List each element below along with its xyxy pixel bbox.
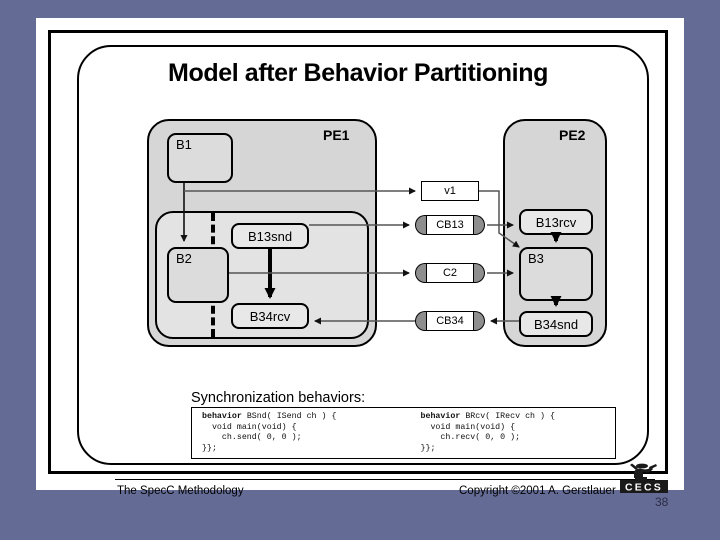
- page-number: 38: [655, 495, 669, 509]
- slide-sheet: Model after Behavior Partitioning PE1 B1…: [36, 18, 684, 497]
- code-keyword-behavior-right: behavior: [420, 412, 461, 421]
- code-body-brcv: BRcv( IRecv ch ) { void main(void) { ch.…: [420, 412, 555, 453]
- footer-left-text: The SpecC Methodology: [117, 485, 244, 497]
- channel-c2-label: C2: [426, 263, 474, 283]
- behavior-b13rcv[interactable]: B13rcv: [519, 209, 593, 235]
- channel-c2-left-port: [415, 263, 426, 283]
- channel-cb13-left-port: [415, 215, 426, 235]
- behavior-b3-label: B3: [528, 251, 544, 266]
- channel-c2-right-port: [474, 263, 485, 283]
- behavior-b1[interactable]: B1: [167, 133, 233, 183]
- channel-cb34[interactable]: CB34: [415, 311, 485, 331]
- code-body-bsnd: BSnd( ISend ch ) { void main(void) { ch.…: [202, 412, 337, 453]
- behavior-b34snd[interactable]: B34snd: [519, 311, 593, 337]
- sync-behaviors-heading: Synchronization behaviors:: [191, 390, 366, 406]
- channel-cb34-label: CB34: [426, 311, 474, 331]
- cecs-logo-text: CECS: [625, 482, 663, 494]
- footer-right-text: Copyright ©2001 A. Gerstlauer: [459, 485, 616, 497]
- code-block-bsnd: behavior BSnd( ISend ch ) { void main(vo…: [192, 408, 397, 458]
- behavior-b34rcv[interactable]: B34rcv: [231, 303, 309, 329]
- behavior-b13snd[interactable]: B13snd: [231, 223, 309, 249]
- behavior-b2[interactable]: B2: [167, 247, 229, 303]
- pe1-label: PE1: [323, 127, 350, 143]
- footer-divider: [115, 479, 655, 480]
- variable-v1[interactable]: v1: [421, 181, 479, 201]
- behavior-b34snd-label: B34snd: [533, 316, 579, 332]
- code-keyword-behavior-left: behavior: [202, 412, 242, 421]
- pe2-label: PE2: [559, 127, 586, 143]
- slide-border-frame: Model after Behavior Partitioning PE1 B1…: [48, 30, 671, 497]
- cecs-logo: CECS: [620, 463, 668, 494]
- channel-cb34-right-port: [474, 311, 485, 331]
- channel-cb13-label: CB13: [426, 215, 474, 235]
- behavior-b34rcv-label: B34rcv: [249, 308, 291, 324]
- channel-cb13[interactable]: CB13: [415, 215, 485, 235]
- behavior-b2-label: B2: [176, 251, 192, 266]
- behavior-b13snd-label: B13snd: [247, 228, 293, 244]
- behavior-b13rcv-label: B13rcv: [535, 214, 577, 230]
- page-title: Model after Behavior Partitioning: [168, 59, 548, 87]
- channel-cb34-left-port: [415, 311, 426, 331]
- behavior-b1-label: B1: [176, 137, 192, 152]
- channel-cb13-right-port: [474, 215, 485, 235]
- behavior-b3[interactable]: B3: [519, 247, 593, 301]
- sync-code-box: behavior BSnd( ISend ch ) { void main(vo…: [191, 407, 616, 459]
- diagram-area: PE1 B1 B2 B13snd B34rcv: [51, 33, 671, 477]
- variable-v1-label: v1: [444, 185, 456, 197]
- code-block-brcv: behavior BRcv( IRecv ch ) { void main(vo…: [397, 408, 616, 458]
- channel-c2[interactable]: C2: [415, 263, 485, 283]
